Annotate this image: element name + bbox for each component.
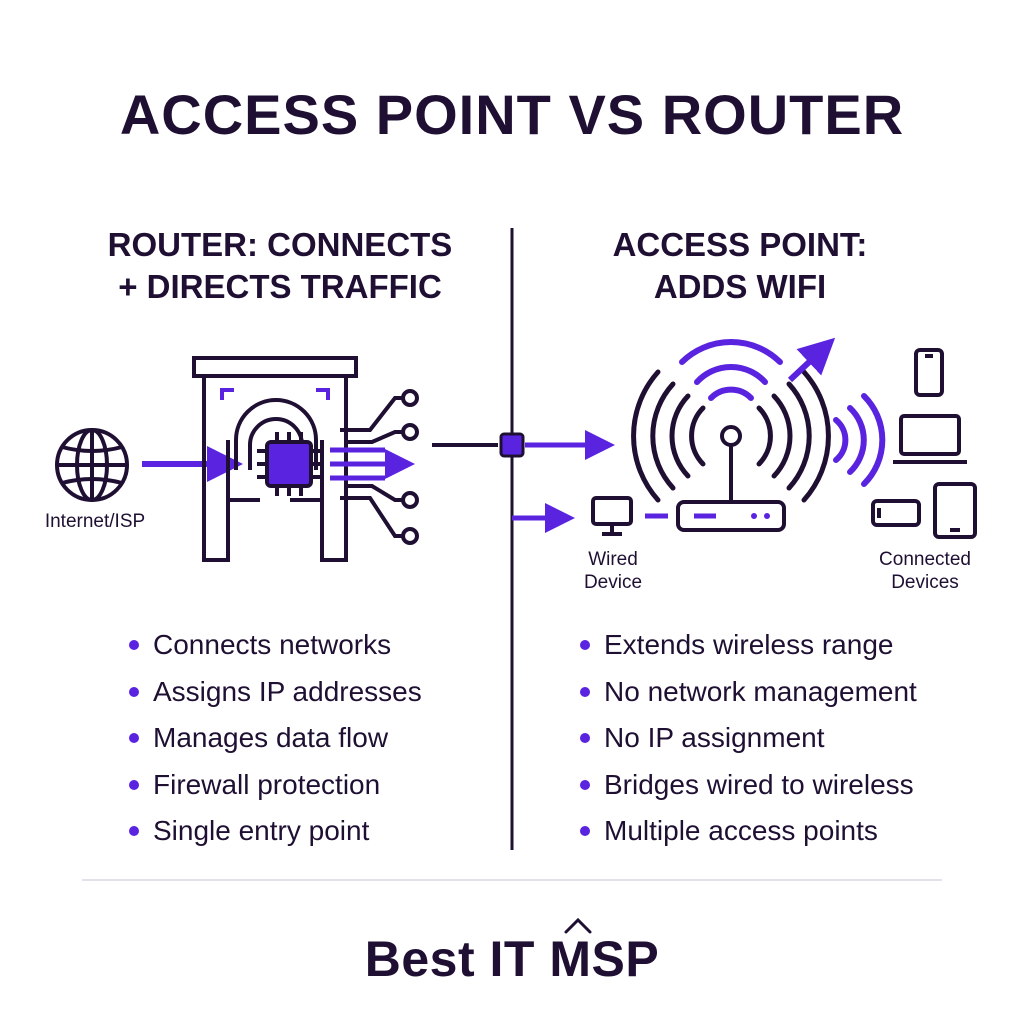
connected-devices-label-line1: Connected	[879, 549, 971, 570]
access-point-feature-text: Bridges wired to wireless	[604, 768, 914, 800]
router-feature-text: Assigns IP addresses	[153, 675, 422, 707]
bullet-dot-icon	[129, 733, 139, 743]
list-item: Multiple access points	[580, 808, 917, 855]
bullet-dot-icon	[580, 733, 590, 743]
access-point-heading: ACCESS POINT: ADDS WIFI	[540, 224, 940, 308]
wifi-waves	[631, 338, 886, 503]
wired-device-label-line1: Wired	[588, 549, 638, 570]
brand-logo-text: Best IT MSP	[364, 931, 660, 987]
circuit-traces	[340, 389, 419, 545]
phone-landscape-icon	[871, 499, 921, 527]
phone-icon	[914, 348, 944, 397]
router-feature-text: Connects networks	[153, 629, 392, 660]
router-feature-text: Firewall protection	[153, 768, 381, 800]
access-point-feature-text: No network management	[604, 675, 917, 707]
router-feature-list: Connects networks Assigns IP addresses M…	[129, 622, 422, 855]
access-point-heading-line1: ACCESS POINT:	[612, 226, 868, 263]
monitor-icon	[591, 496, 633, 536]
access-point-feature-text: Multiple access points	[604, 815, 878, 846]
list-item: Connects networks	[129, 622, 422, 669]
bullet-dot-icon	[129, 640, 139, 650]
router-gateway-icon	[192, 356, 358, 562]
bullet-dot-icon	[580, 779, 590, 790]
list-item: Assigns IP addresses	[129, 669, 422, 716]
router-output-arrows	[330, 447, 415, 481]
bullet-dot-icon	[580, 826, 590, 836]
list-item: No network management	[580, 669, 917, 716]
list-item: Manages data flow	[129, 715, 422, 762]
junction-node	[499, 432, 525, 458]
router-heading-line1: ROUTER: CONNECTS	[107, 226, 453, 263]
logo-caret-icon	[564, 917, 592, 934]
laptop-icon	[893, 414, 967, 464]
access-point-feature-text: Extends wireless range	[604, 629, 894, 660]
connected-devices-label-line2: Devices	[891, 572, 959, 593]
router-heading: ROUTER: CONNECTS + DIRECTS TRAFFIC	[60, 224, 500, 308]
list-item: Bridges wired to wireless	[580, 762, 917, 809]
router-heading-line2: + DIRECTS TRAFFIC	[118, 268, 442, 305]
list-item: Extends wireless range	[580, 622, 917, 669]
access-point-feature-text: No IP assignment	[604, 722, 825, 753]
access-point-feature-list: Extends wireless range No network manage…	[580, 622, 917, 855]
access-point-heading-line2: ADDS WIFI	[653, 268, 827, 305]
list-item: No IP assignment	[580, 715, 917, 762]
wired-device-label-line2: Device	[583, 572, 643, 593]
chip-icon	[257, 432, 321, 496]
page-title: ACCESS POINT VS ROUTER	[119, 83, 905, 146]
bullet-dot-icon	[129, 826, 139, 836]
signal-arrow	[787, 337, 836, 383]
bullet-dot-icon	[129, 779, 139, 790]
list-item: Single entry point	[129, 808, 422, 855]
router-feature-text: Single entry point	[153, 815, 370, 846]
internet-isp-label: Internet/ISP	[44, 511, 146, 532]
access-point-icon	[676, 425, 786, 532]
connected-devices-label: Connected Devices	[855, 548, 995, 594]
bullet-dot-icon	[580, 686, 590, 697]
tablet-icon	[933, 482, 977, 539]
router-feature-text: Manages data flow	[153, 722, 389, 753]
router-corner-brackets	[220, 388, 330, 400]
globe-icon	[55, 428, 129, 502]
bullet-dot-icon	[580, 640, 590, 650]
wired-device-label: Wired Device	[563, 548, 663, 594]
bullet-dot-icon	[129, 686, 139, 697]
list-item: Firewall protection	[129, 762, 422, 809]
